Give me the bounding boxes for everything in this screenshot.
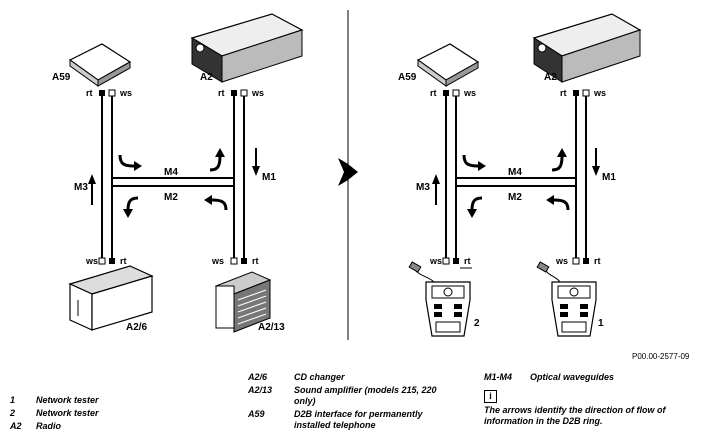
m1-label: M1 bbox=[262, 172, 276, 183]
m3-up-arrow bbox=[88, 174, 96, 205]
legend-column-2: A2/6 CD changer A2/13 Sound amplifier (m… bbox=[248, 372, 476, 432]
note-line: information in the D2B ring. bbox=[484, 416, 603, 426]
rt-label: rt bbox=[464, 256, 471, 266]
legend-value: Sound amplifier (models 215, 220 bbox=[294, 385, 437, 395]
m3-label: M3 bbox=[74, 182, 88, 193]
telephone-interface-device bbox=[416, 43, 480, 87]
rt-label: rt bbox=[86, 88, 93, 98]
telephone-interface-device bbox=[68, 43, 132, 87]
legend-value: only) bbox=[294, 396, 316, 406]
m3-up-arrow bbox=[432, 174, 440, 205]
info-icon: i bbox=[484, 390, 497, 403]
legend-key: A2 bbox=[10, 421, 22, 431]
rt-label: rt bbox=[120, 256, 127, 266]
tester-1-label: 1 bbox=[598, 318, 604, 329]
figure-reference-code: P00.00-2577-09 bbox=[632, 352, 690, 361]
legend-key: 2 bbox=[10, 408, 16, 418]
legend-key: A2/13 bbox=[248, 385, 273, 395]
note-line: The arrows identify the direction of flo… bbox=[484, 405, 666, 415]
rt-label: rt bbox=[218, 88, 225, 98]
legend-column-1: 1 Network tester 2 Network tester A2 Rad… bbox=[10, 395, 160, 435]
ws-label: ws bbox=[251, 88, 264, 98]
curved-arrow-down bbox=[467, 196, 483, 218]
ws-label: ws bbox=[593, 88, 606, 98]
a59-label: A59 bbox=[52, 72, 71, 83]
curved-arrow-right bbox=[118, 154, 142, 171]
legend-key: A59 bbox=[248, 409, 265, 419]
ws-label: ws bbox=[211, 256, 224, 266]
rt-label: rt bbox=[430, 88, 437, 98]
m4-label: M4 bbox=[508, 167, 522, 178]
m4-label: M4 bbox=[164, 167, 178, 178]
a59-label: A59 bbox=[398, 72, 417, 83]
legend-value: CD changer bbox=[294, 372, 345, 382]
sound-amplifier-device bbox=[214, 271, 272, 333]
network-tester-device bbox=[536, 261, 597, 337]
m1-down-arrow bbox=[592, 148, 600, 176]
flow-note: The arrows identify the direction of flo… bbox=[484, 405, 698, 431]
ws-label: ws bbox=[555, 256, 568, 266]
rt-label: rt bbox=[252, 256, 259, 266]
legend-value: Network tester bbox=[36, 408, 99, 418]
legend-key: 1 bbox=[10, 395, 16, 405]
radio-device bbox=[190, 13, 304, 83]
cd-changer-device bbox=[68, 265, 154, 331]
ws-label: ws bbox=[119, 88, 132, 98]
m3-label: M3 bbox=[416, 182, 430, 193]
a2-label: A2 bbox=[200, 72, 213, 83]
legend-value: Radio bbox=[36, 421, 62, 431]
m1-down-arrow bbox=[252, 148, 260, 176]
legend-key: A2/6 bbox=[248, 372, 268, 382]
curved-arrow-left bbox=[546, 195, 570, 211]
a2-13-label: A2/13 bbox=[258, 322, 285, 333]
m2-label: M2 bbox=[164, 192, 178, 203]
center-arrow bbox=[338, 158, 358, 186]
curved-arrow-up bbox=[209, 148, 225, 172]
m2-label: M2 bbox=[508, 192, 522, 203]
tester-2-label: 2 bbox=[474, 318, 480, 329]
rt-label: rt bbox=[560, 88, 567, 98]
curved-arrow-down bbox=[123, 196, 139, 218]
ws-label: ws bbox=[463, 88, 476, 98]
curved-arrow-left bbox=[204, 195, 228, 211]
radio-device bbox=[532, 13, 642, 83]
a2-label: A2 bbox=[544, 72, 557, 83]
curved-arrow-right bbox=[462, 154, 486, 171]
ws-label: ws bbox=[85, 256, 98, 266]
legend-key: M1-M4 bbox=[484, 372, 513, 382]
curved-arrow-up bbox=[551, 148, 567, 172]
rt-label: rt bbox=[594, 256, 601, 266]
legend-column-3: M1-M4 Optical waveguides bbox=[484, 372, 694, 386]
a2-6-label: A2/6 bbox=[126, 322, 148, 333]
legend-value: installed telephone bbox=[294, 420, 376, 430]
legend-value: Network tester bbox=[36, 395, 99, 405]
network-tester-device bbox=[408, 261, 472, 337]
m1-label: M1 bbox=[602, 172, 616, 183]
legend-value: Optical waveguides bbox=[530, 372, 615, 382]
ws-label: ws bbox=[429, 256, 442, 266]
legend-value: D2B interface for permanently bbox=[294, 409, 423, 419]
